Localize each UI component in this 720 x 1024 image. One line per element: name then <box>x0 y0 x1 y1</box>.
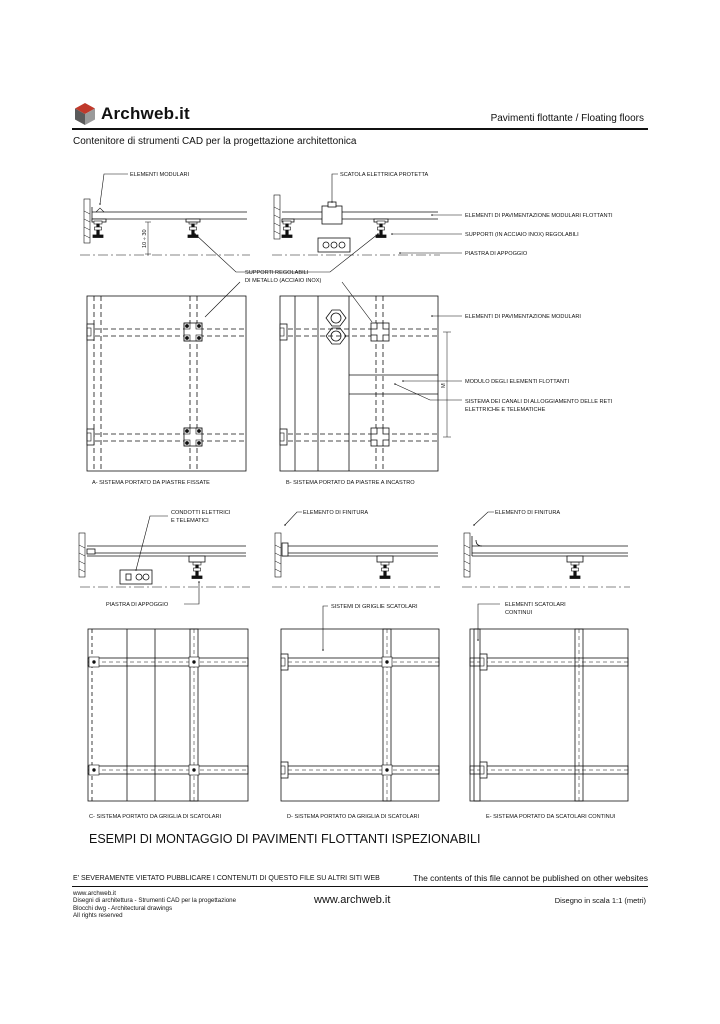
footer-rule <box>72 886 648 887</box>
footer-scale: Disegno in scala 1:1 (metri) <box>554 896 646 905</box>
brand-name[interactable]: Archweb.it <box>101 104 190 123</box>
label-supporti-metallo: DI METALLO (ACCIAIO INOX) <box>245 278 321 284</box>
label-elementi-scatolari-1: ELEMENTI SCATOLARI <box>505 602 566 608</box>
caption-e: E- SISTEMA PORTATO DA SCATOLARI CONTINUI <box>486 814 616 820</box>
logo[interactable] <box>74 102 96 126</box>
label-elementi-pav-modulari: ELEMENTI DI PAVIMENTAZIONE MODULARI <box>465 314 581 320</box>
footer-info: www.archweb.it Disegni di architettura -… <box>73 890 236 920</box>
plan-e <box>469 628 629 802</box>
label-condotti-2: E TELEMATICI <box>171 518 209 524</box>
label-elemento-finitura-e: ELEMENTO DI FINITURA <box>495 510 560 516</box>
section-d <box>272 511 440 588</box>
label-piastra-appoggio-top: PIASTRA DI APPOGGIO <box>465 251 528 257</box>
label-elementi-scatolari-2: CONTINUI <box>505 610 532 616</box>
warning-italian: E' SEVERAMENTE VIETATO PUBBLICARE I CONT… <box>73 875 380 882</box>
section-b <box>272 173 462 256</box>
plan-c <box>87 628 249 802</box>
archweb-logo-icon <box>75 103 95 125</box>
label-canali-2: ELETTRICHE E TELEMATICHE <box>465 407 546 413</box>
footer-line: All rights reserved <box>73 912 123 920</box>
caption-b: B- SISTEMA PORTATO DA PIASTRE A INCASTRO <box>286 480 415 486</box>
footer-url[interactable]: www.archweb.it <box>314 894 391 906</box>
label-piastra-appoggio-c: PIASTRA DI APPOGGIO <box>106 602 169 608</box>
label-elemento-finitura-d: ELEMENTO DI FINITURA <box>303 510 368 516</box>
label-supporti-inox: SUPPORTI (IN ACCIAIO INOX) REGOLABILI <box>465 232 579 238</box>
footer-line: www.archweb.it <box>73 890 116 897</box>
label-dim-m: M <box>441 383 447 388</box>
footer-line: Blocchi dwg - Architectural drawings <box>73 904 173 912</box>
footer-line: Disegni di architettura - Strumenti CAD … <box>73 897 237 905</box>
section-e <box>462 511 630 641</box>
plan-d <box>280 605 440 802</box>
warning-english: The contents of this file cannot be publ… <box>413 873 648 883</box>
caption-a: A- SISTEMA PORTATO DA PIASTRE FISSATE <box>92 480 210 486</box>
drawing-title: ESEMPI DI MONTAGGIO DI PAVIMENTI FLOTTAN… <box>89 832 481 846</box>
plan-b <box>279 281 462 472</box>
label-sistemi-griglie: SISTEMI DI GRIGLIE SCATOLARI <box>331 604 418 610</box>
page-subtitle: Contenitore di strumenti CAD per la prog… <box>73 136 357 147</box>
header-rule <box>72 128 648 130</box>
plan-a <box>86 281 247 472</box>
caption-c: C- SISTEMA PORTATO DA GRIGLIA DI SCATOLA… <box>89 814 222 820</box>
section-c <box>78 515 250 605</box>
section-a <box>80 173 250 256</box>
label-modulo-flottanti: MODULO DEGLI ELEMENTI FLOTTANTI <box>465 379 569 385</box>
label-dim-height: 10 ÷ 30 <box>142 229 148 248</box>
label-elementi-modulari: ELEMENTI MODULARI <box>130 172 189 178</box>
label-supporti-regolabili: SUPPORTI REGOLABILI <box>245 270 309 276</box>
label-scatola-elettrica: SCATOLA ELETTRICA PROTETTA <box>340 172 429 178</box>
caption-d: D- SISTEMA PORTATO DA GRIGLIA DI SCATOLA… <box>287 814 420 820</box>
label-condotti-1: CONDOTTI ELETTRICI <box>171 510 231 516</box>
label-elementi-pav-flottanti: ELEMENTI DI PAVIMENTAZIONE MODULARI FLOT… <box>465 213 613 219</box>
section-title: Pavimenti flottante / Floating floors <box>490 113 644 124</box>
label-canali-1: SISTEMA DEI CANALI DI ALLOGGIAMENTO DELL… <box>465 399 613 405</box>
